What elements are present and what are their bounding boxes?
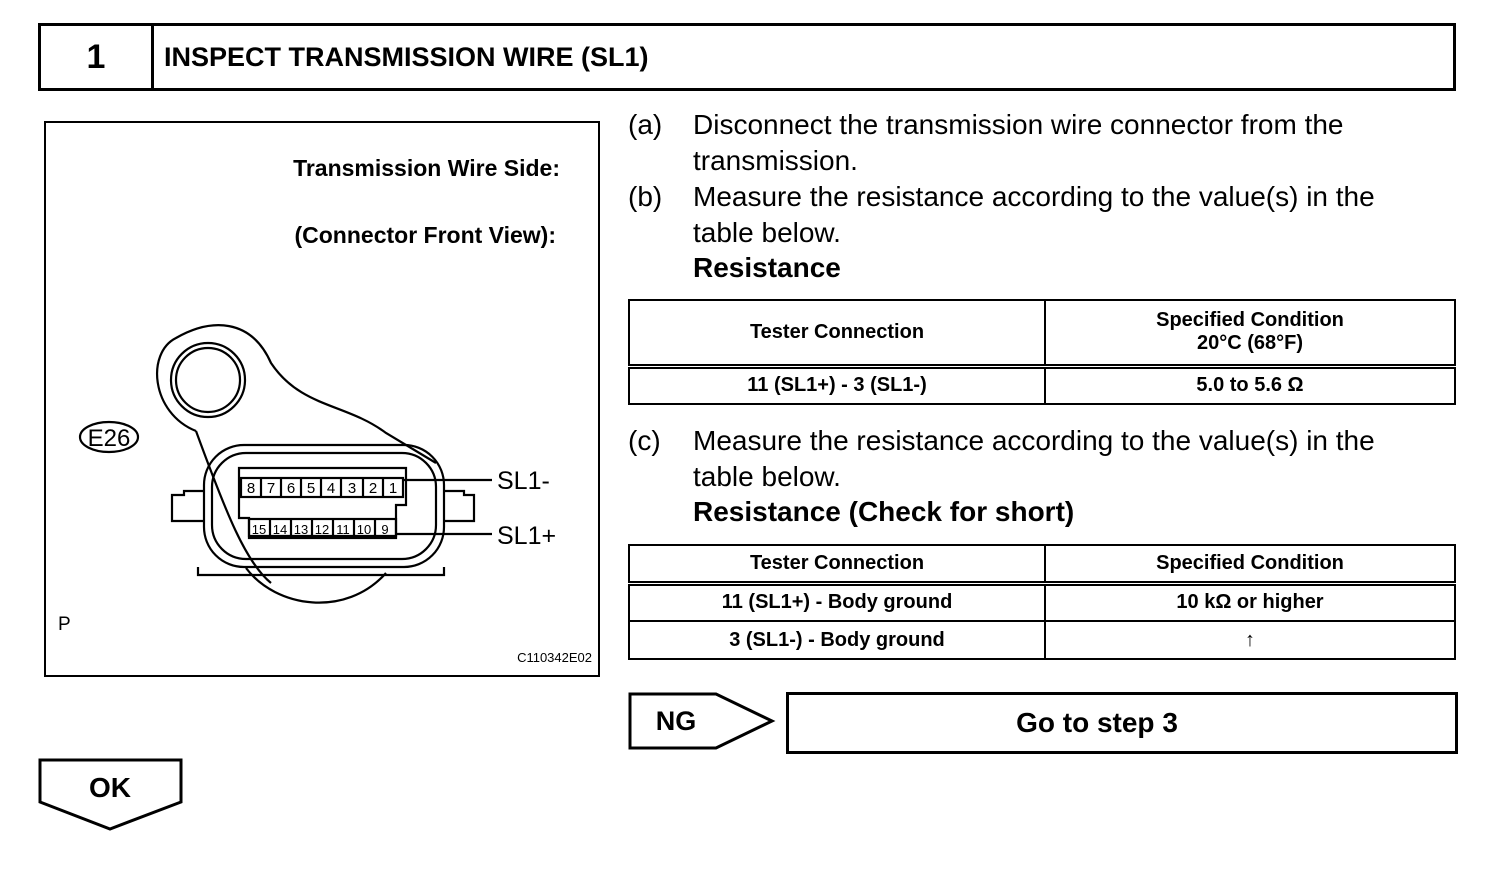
pin-8: 8 [247,480,255,497]
table1-header-connection: Tester Connection [628,299,1046,369]
table1-row1-connection: 11 (SL1+) - 3 (SL1-) [628,365,1046,405]
pin-12: 12 [315,522,329,537]
figure-title-line1: Transmission Wire Side: [293,155,560,181]
instruction-b-line1: Measure the resistance according to the … [693,181,1375,212]
instruction-a: (a) Disconnect the transmission wire con… [628,107,1375,179]
ng-result-arrow: NG [628,692,776,750]
figure-title-line2: (Connector Front View): [294,222,556,248]
instruction-a-letter: (a) [628,109,663,140]
resistance-table: Tester Connection Specified Condition 20… [628,299,1456,405]
instruction-c: (c) Measure the resistance according to … [628,423,1375,495]
label-sl1-minus: SL1- [497,467,550,495]
resistance-heading: Resistance [693,252,841,283]
table1-header-condition: Specified Condition 20°C (68°F) [1044,299,1456,369]
step-title: INSPECT TRANSMISSION WIRE (SL1) [164,41,649,72]
table2-row2-connection: 3 (SL1-) - Body ground [628,620,1046,660]
short-check-heading: Resistance (Check for short) [693,496,1075,527]
instruction-b: (b) Measure the resistance according to … [628,179,1375,251]
table2-row1-connection: 11 (SL1+) - Body ground [628,582,1046,622]
table-row: 11 (SL1+) - 3 (SL1-) 5.0 to 5.6 Ω [628,365,1456,405]
table-row: 3 (SL1-) - Body ground ↑ [628,620,1456,660]
ng-label: NG [656,706,697,736]
table2-header-connection: Tester Connection [628,544,1046,586]
table1-row1-condition: 5.0 to 5.6 Ω [1044,365,1456,405]
corner-letter: P [58,614,71,635]
instruction-a-line2: transmission. [693,145,858,176]
table2-row1-condition: 10 kΩ or higher [1044,582,1456,622]
ok-result-arrow: OK [38,758,183,831]
instruction-b-letter: (b) [628,181,663,212]
table2-row2-condition: ↑ [1044,620,1456,660]
pin-1: 1 [389,480,397,497]
pin-10: 10 [357,522,371,537]
pin-11: 11 [336,522,350,537]
instruction-a-line1: Disconnect the transmission wire connect… [693,109,1344,140]
table1-header-condition-line1: Specified Condition [1156,309,1344,332]
connector-id: E26 [88,425,131,452]
pin-14: 14 [273,522,287,537]
instruction-c-line1: Measure the resistance according to the … [693,425,1375,456]
pin-7: 7 [267,480,275,497]
instruction-block-ab: (a) Disconnect the transmission wire con… [628,107,1375,251]
instruction-block-c: (c) Measure the resistance according to … [628,423,1375,495]
pin-6: 6 [287,480,295,497]
instruction-c-letter: (c) [628,425,661,456]
table1-header-condition-line2: 20°C (68°F) [1196,332,1304,355]
label-sl1-plus: SL1+ [497,522,556,550]
pin-3: 3 [348,480,356,497]
step-header: 1 INSPECT TRANSMISSION WIRE (SL1) [38,23,1456,91]
pin-5: 5 [307,480,315,497]
short-check-table: Tester Connection Specified Condition 11… [628,544,1456,660]
step-number: 1 [41,26,154,88]
pin-2: 2 [369,480,377,497]
figure-code: C110342E02 [517,650,592,665]
instruction-b-line2: table below. [693,217,841,248]
pin-13: 13 [294,522,308,537]
pin-9: 9 [381,522,388,537]
instruction-c-line2: table below. [693,461,841,492]
pin-15: 15 [252,522,266,537]
connector-drawing: 8 7 6 5 4 3 2 1 15 14 13 12 11 10 9 SL1-… [58,324,592,665]
pin-4: 4 [327,480,335,497]
goto-step-box: Go to step 3 [786,692,1458,754]
connector-figure: Transmission Wire Side: (Connector Front… [44,121,600,677]
goto-step-label: Go to step 3 [1016,707,1178,738]
ok-label: OK [89,772,131,803]
table2-header-condition: Specified Condition [1044,544,1456,586]
table-row: 11 (SL1+) - Body ground 10 kΩ or higher [628,582,1456,622]
